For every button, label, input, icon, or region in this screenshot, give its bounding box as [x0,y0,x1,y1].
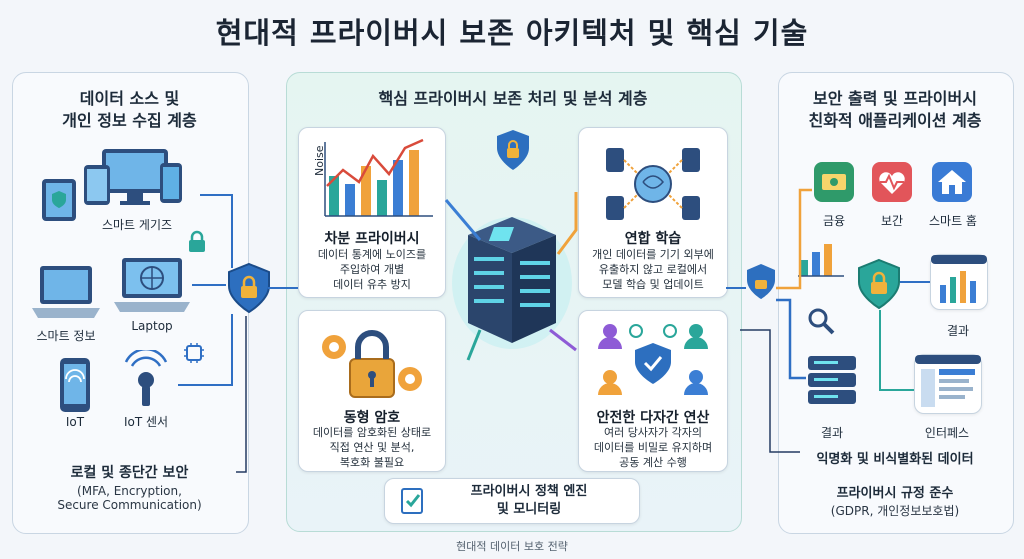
interface-window [914,354,982,414]
card-desc-line3: 공동 계산 수행 [619,456,687,469]
finance-icon [812,160,856,204]
card-desc-line1: 데이터 통계에 노이즈를 [317,248,427,261]
shield-lock-icon [494,128,532,172]
iot-phone-icon [54,356,96,414]
card-desc: 여러 당사자가 각자의 데이터를 비밀로 유지하며 공동 계산 수행 [579,425,727,470]
lock-icon [186,230,208,254]
database-server-icon [804,352,860,408]
card-desc-line1: 여러 당사자가 각자의 [603,426,703,439]
shield-lock-icon [856,258,902,310]
card-title: 차분 프라이버시 [324,231,420,247]
page-title: 현대적 프라이버시 보존 아키텍처 및 핵심 기술 [215,16,809,50]
result-window [930,254,988,310]
laptop-icon [112,256,192,314]
footer-caption: 현대적 데이터 보호 전략 [456,540,568,553]
magnifier-icon [806,306,836,336]
panel-title-line2: 친화적 애플리케이션 계층 [808,111,982,130]
federated-brain-icon [606,148,700,220]
card-desc: 데이터를 암호화된 상태로 직접 연산 및 분석, 복호화 불필요 [299,425,445,470]
card-desc-line2: 데이터를 비밀로 유지하며 [593,441,713,454]
shield-lock-icon [744,262,778,302]
smart-devices-icon [82,147,192,209]
policy-line2: 및 모니터링 [496,502,562,517]
differential-privacy-card: Noise 차분 프라이버시 데이터 통계에 노이즈를 주입하여 개별 데이터 … [298,127,446,298]
parties-shield-icon [598,324,708,395]
iot-sensor-icon [118,350,174,410]
app-label-health: 보간 [880,214,904,228]
noise-chart-icon [324,138,433,217]
compliance-title: 프라이버시 규정 준수 [836,486,954,501]
device-label-smart-gadgets: 스마트 게기즈 [101,218,173,232]
anonymized-data-label: 익명화 및 비식별화된 데이터 [816,452,974,467]
card-desc-line3: 복호화 불필요 [339,456,405,469]
policy-line1: 프라이버시 정책 엔진 [470,484,588,499]
federated-learning-card: 연합 학습 개인 데이터를 기기 외부에 유출하지 않고 로컬에서 모델 학습 … [578,127,728,298]
panel-title-line2: 개인 정보 수집 계층 [62,111,197,130]
homomorphic-encryption-card: 동형 암호 데이터를 암호화된 상태로 직접 연산 및 분석, 복호화 불필요 [298,310,446,472]
checklist-icon [401,488,423,514]
card-desc: 개인 데이터를 기기 외부에 유출하지 않고 로컬에서 모델 학습 및 업데이트 [579,247,727,292]
panel-title-line1: 보안 출력 및 프라이버시 [813,89,977,108]
laptop-icon [30,262,102,322]
compliance-desc: (GDPR, 개인정보보호법) [830,504,960,518]
interface-label: 인터페스 [924,426,970,440]
policy-engine-box: 프라이버시 정책 엔진 및 모니터링 [384,478,640,524]
policy-engine-text: 프라이버시 정책 엔진 및 모니터링 [429,483,629,519]
device-label-iot: IoT [65,415,85,429]
app-label-smart-home: 스마트 홈 [929,214,977,228]
bar-chart-icon [796,238,846,278]
card-desc-line3: 모델 학습 및 업데이트 [602,278,704,291]
smart-devices-tablet-icon [40,177,80,223]
smart-home-icon [930,160,974,204]
interface-ui-icon [915,355,981,407]
panel-title-line1: 데이터 소스 및 [79,89,180,108]
app-label-finance: 금융 [822,214,846,228]
chip-icon [182,341,206,365]
local-security-desc: (MFA, Encryption, Secure Communication) [12,484,247,512]
card-desc-line1: 데이터를 암호화된 상태로 [312,426,432,439]
shield-lock-icon [226,262,272,314]
local-security-title: 로컬 및 종단간 보안 [70,465,189,481]
secure-mpc-card: 안전한 다자간 연산 여러 당사자가 각자의 데이터를 비밀로 유지하며 공동 … [578,310,728,472]
card-title: 동형 암호 [343,410,401,426]
data-source-panel-title: 데이터 소스 및 개인 정보 수집 계층 [12,88,247,132]
result-label-bottom: 결과 [820,426,844,440]
result-label-top: 결과 [946,324,970,338]
secure-output-panel-title: 보안 출력 및 프라이버시 친화적 애플리케이션 계층 [778,88,1012,132]
card-desc-line1: 개인 데이터를 기기 외부에 [592,248,714,261]
core-processing-panel-title: 핵심 프라이버시 보존 처리 및 분석 계층 [378,89,648,108]
security-desc-line2: Secure Communication) [57,498,202,512]
security-desc-line1: (MFA, Encryption, [77,484,182,498]
health-icon [870,160,914,204]
card-title: 연합 학습 [624,231,682,247]
device-label-iot-sensor: IoT 센서 [123,415,169,429]
card-desc-line2: 유출하지 않고 로컬에서 [598,263,708,276]
result-chart-icon [931,255,987,303]
card-desc-line2: 직접 연산 및 분석, [329,441,415,454]
card-desc-line3: 데이터 유추 방지 [333,278,411,291]
padlock-gears-icon [322,330,422,398]
device-label-laptop: Laptop [131,319,173,333]
card-desc-line2: 주입하여 개별 [339,263,405,276]
flow-connectors [444,192,578,361]
card-desc: 데이터 통계에 노이즈를 주입하여 개별 데이터 유추 방지 [299,247,445,292]
card-title: 안전한 다자간 연산 [596,410,710,426]
device-label-smart-info: 스마트 정보 [36,329,96,343]
central-server-icon [450,205,574,355]
